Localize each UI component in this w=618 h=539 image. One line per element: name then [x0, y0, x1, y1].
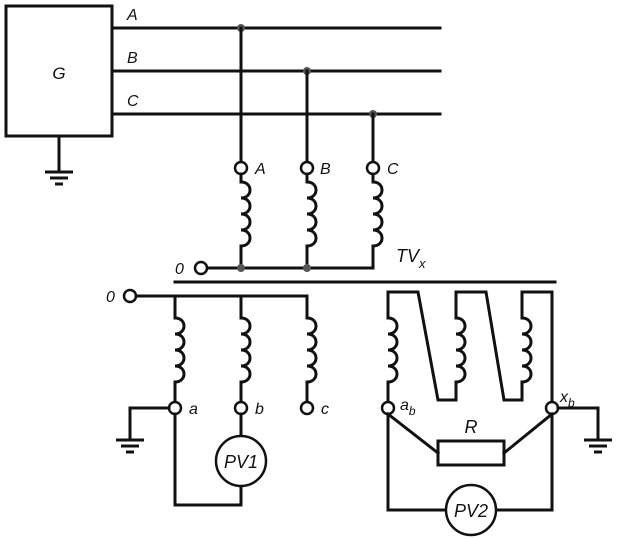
- secondary-windings: 0 a b c PV1: [106, 288, 329, 507]
- resistor-label: R: [465, 417, 478, 437]
- secondary-neutral-terminal: [122, 288, 138, 304]
- phase-label-b: B: [127, 50, 138, 67]
- open-delta-windings: ab xb R PV2: [380, 290, 614, 537]
- voltmeter-pv1: [214, 434, 268, 488]
- delta-coil-3: [520, 316, 533, 384]
- delta-coil-1: [386, 316, 399, 384]
- secondary-terminal-label-b: b: [255, 401, 264, 418]
- generator: G: [4, 4, 114, 186]
- primary-terminal-a: [233, 160, 249, 176]
- primary-coil-a: [239, 180, 252, 248]
- primary-terminal-label-b: B: [320, 161, 331, 178]
- secondary-coil-b: [239, 316, 252, 384]
- ground-icon: [114, 438, 146, 454]
- primary-windings: A B C 0 TVx: [175, 26, 426, 278]
- phase-label-c: C: [127, 93, 139, 110]
- delta-coil-2: [454, 316, 467, 384]
- resistor-r: [436, 439, 506, 467]
- junction-dot: [303, 264, 311, 272]
- phase-label-a: A: [126, 7, 138, 24]
- primary-terminal-label-a: A: [254, 161, 266, 178]
- secondary-neutral-label: 0: [106, 289, 115, 306]
- voltmeter-pv1-label: PV1: [224, 452, 258, 472]
- bus-lines: A B C: [110, 7, 442, 118]
- delta-end-label: xb: [559, 389, 575, 410]
- primary-coil-b: [305, 180, 318, 248]
- voltmeter-pv2: [444, 483, 498, 537]
- delta-start-label: ab: [400, 397, 416, 418]
- transformer-label: TVx: [396, 246, 426, 271]
- primary-neutral-terminal: [193, 260, 209, 276]
- ground-icon: [43, 170, 75, 186]
- secondary-terminal-a: [167, 400, 183, 416]
- secondary-coil-c: [305, 316, 318, 384]
- junction-dot: [237, 264, 245, 272]
- generator-label: G: [52, 64, 65, 83]
- primary-terminal-b: [299, 160, 315, 176]
- primary-neutral-label: 0: [175, 261, 184, 278]
- secondary-terminal-c: [299, 400, 315, 416]
- primary-terminal-label-c: C: [387, 161, 399, 178]
- secondary-terminal-label-a: a: [189, 401, 198, 418]
- secondary-terminal-b: [233, 400, 249, 416]
- secondary-terminal-label-c: c: [321, 401, 329, 418]
- secondary-coil-a: [173, 316, 186, 384]
- voltmeter-pv2-label: PV2: [454, 501, 488, 521]
- primary-terminal-c: [365, 160, 381, 176]
- ground-icon: [582, 438, 614, 454]
- primary-coil-c: [371, 180, 384, 248]
